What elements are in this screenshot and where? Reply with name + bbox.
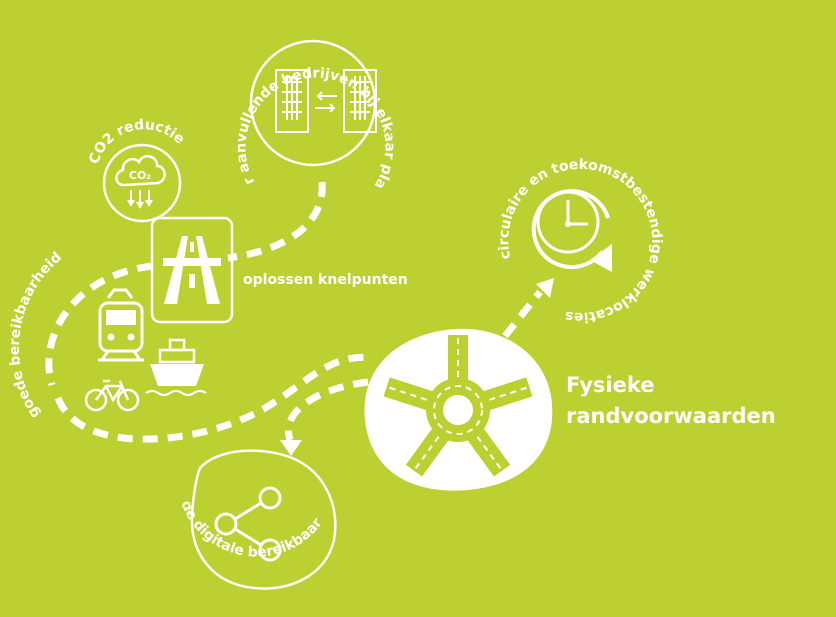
connectors <box>45 181 554 456</box>
connector-roundabout-digital <box>285 378 369 442</box>
connector-accessibility-roundabout <box>54 353 373 443</box>
connector-roundabout-circular <box>502 289 543 339</box>
co2-node: CO₂ CO2 reductie <box>86 117 188 223</box>
roundabout-node: Fysieke randvoorwaarden <box>364 328 776 491</box>
co2-circle <box>102 143 182 223</box>
circular-label: circulaire en toekomstbestendige werkloc… <box>496 157 664 325</box>
companies-node: elkaar aanvullende bedrijven bij elkaar … <box>0 0 398 192</box>
office-buildings-icon <box>275 69 377 133</box>
roundabout-icon <box>383 335 533 477</box>
clock-icon <box>531 189 612 272</box>
share-icon <box>214 486 282 562</box>
circular-node: circulaire en toekomstbestendige werkloc… <box>496 157 664 325</box>
co2-cloud-icon: CO₂ <box>115 154 166 209</box>
highway-icon <box>163 236 221 304</box>
ship-icon <box>145 338 207 396</box>
co2-cloud-label: CO₂ <box>129 169 151 182</box>
highway-node: oplossen knelpunten <box>150 216 408 324</box>
bottlenecks-label: oplossen knelpunten <box>243 272 408 288</box>
connector-companies-highway <box>227 181 326 262</box>
arrowhead-digital <box>280 440 302 456</box>
main-label-line2: randvoorwaarden <box>566 404 776 428</box>
arrowhead-circular <box>536 278 554 298</box>
connector-highway-accessibility <box>45 262 153 387</box>
train-icon <box>98 288 144 362</box>
bicycle-icon <box>84 379 140 412</box>
main-label-line1: Fysieke <box>566 373 654 397</box>
highway-frame <box>150 216 234 324</box>
companies-label: elkaar aanvullende bedrijven bij elkaar … <box>0 0 398 192</box>
digital-circle <box>190 449 337 590</box>
